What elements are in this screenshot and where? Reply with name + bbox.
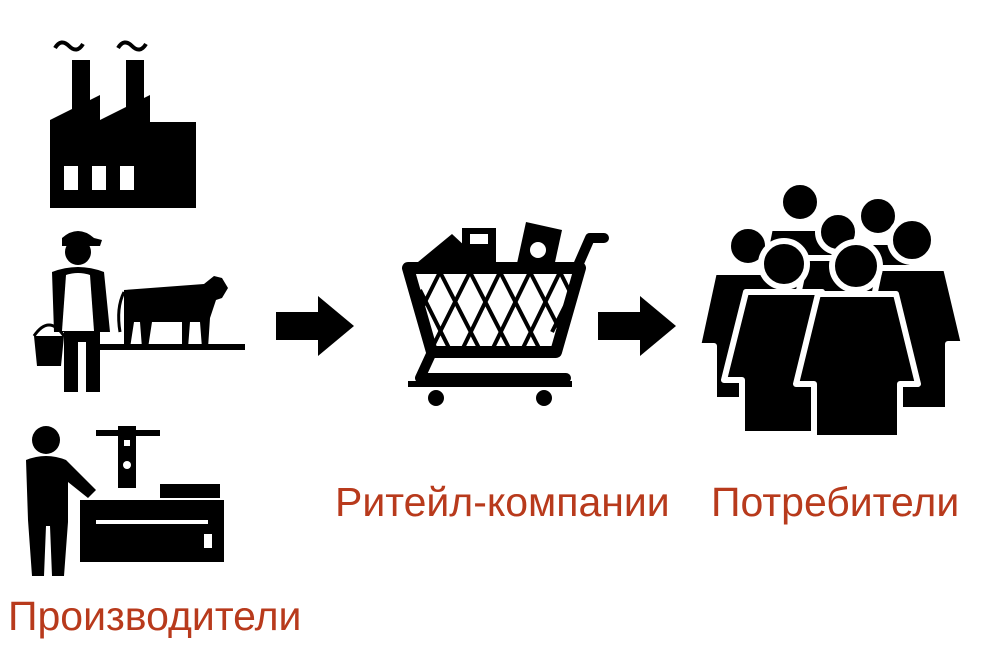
- retail-label: Ритейл-компании: [335, 479, 670, 525]
- producers-label: Производители: [8, 593, 302, 639]
- arrow-right-icon: [276, 296, 354, 356]
- farmer-icon: [32, 231, 110, 392]
- cow-icon: [100, 276, 245, 350]
- shopping-cart-icon: [402, 222, 609, 406]
- arrow-right-icon: [598, 296, 676, 356]
- factory-worker-icon: [26, 426, 224, 576]
- factory-icon: [50, 40, 196, 208]
- consumers-label: Потребители: [711, 479, 960, 525]
- crowd-icon: [695, 179, 967, 441]
